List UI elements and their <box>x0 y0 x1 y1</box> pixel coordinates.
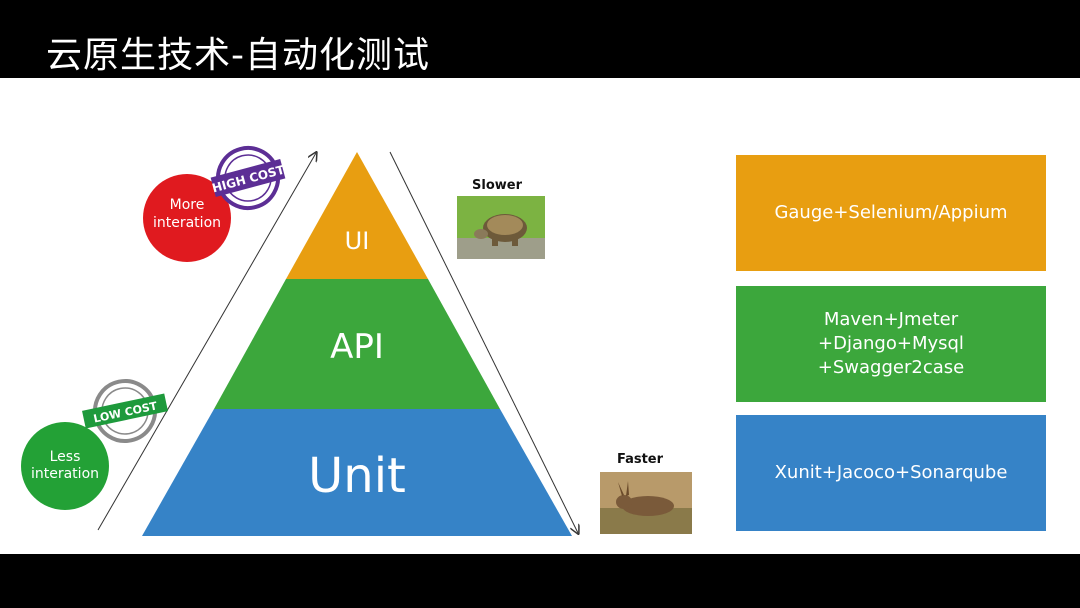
pyramid-layer-ui <box>286 152 428 279</box>
less-label-line1: Less <box>50 449 81 465</box>
page-title: 云原生技术-自动化测试 <box>46 35 430 76</box>
less-interation-circle <box>21 422 109 510</box>
slower-label: Slower <box>472 178 523 193</box>
pyramid-label-api: API <box>330 327 384 367</box>
pyramid-label-unit: Unit <box>308 448 406 504</box>
pyramid-layer-api <box>214 279 500 409</box>
pyramid-diagram: UI API Unit More interation HIGH COST Le… <box>21 146 692 554</box>
pyramid-layer-unit <box>142 409 572 536</box>
tool-box-api: Maven+Jmeter +Django+Mysql +Swagger2case <box>736 286 1046 402</box>
slide-canvas: UI API Unit More interation HIGH COST Le… <box>0 78 1080 554</box>
tool-box-ui: Gauge+Selenium/Appium <box>736 155 1046 271</box>
more-interation-circle <box>143 174 231 262</box>
low-cost-stamp: LOW COST <box>82 379 168 443</box>
title-bar: 云原生技术-自动化测试 <box>0 0 1080 78</box>
cost-arrow <box>97 153 316 531</box>
turtle-photo <box>457 196 545 259</box>
pyramid-label-ui: UI <box>345 227 370 255</box>
less-label-line2: interation <box>31 466 99 482</box>
speed-arrow <box>389 151 578 533</box>
rabbit-photo <box>600 472 692 534</box>
bottom-bar <box>0 554 1080 608</box>
tool-box-unit: Xunit+Jacoco+Sonarqube <box>736 415 1046 531</box>
faster-label: Faster <box>617 452 664 467</box>
more-label-line1: More <box>170 197 205 213</box>
more-label-line2: interation <box>153 215 221 231</box>
